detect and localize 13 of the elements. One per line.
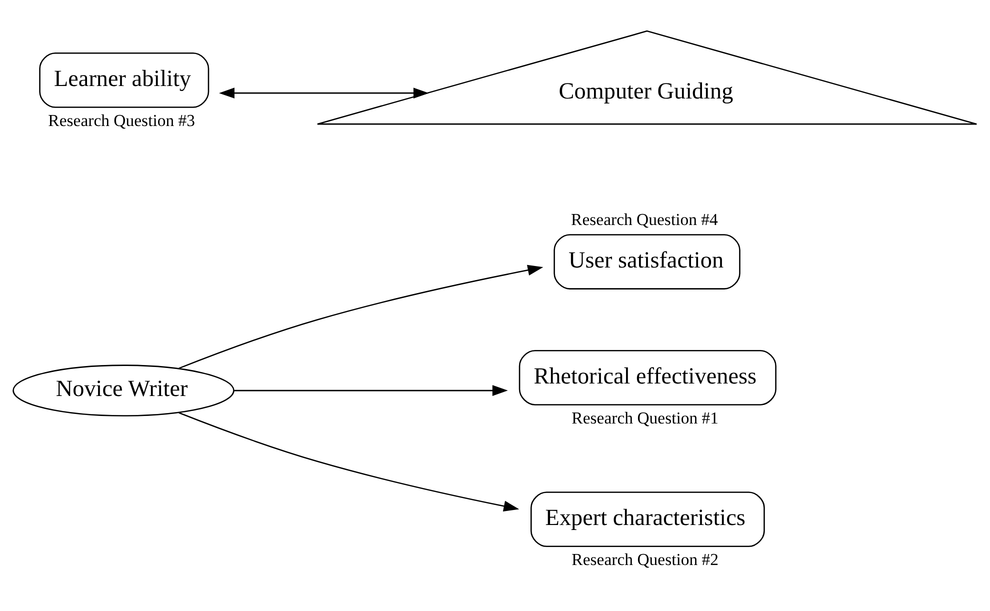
node-box: Learner ability <box>39 52 210 108</box>
node-box: Expert characteristics <box>530 492 765 547</box>
node-ellipse: Novice Writer <box>12 364 234 416</box>
arrow <box>178 412 520 512</box>
node-label: Research Question #1 <box>572 408 719 428</box>
node-label: Research Question #4 <box>571 210 718 229</box>
node-label: Research Question #3 <box>48 110 196 130</box>
node-label: Research Question #2 <box>572 550 719 569</box>
arrow <box>234 385 508 396</box>
node-box: Rhetorical effectiveness <box>518 350 776 406</box>
arrow <box>178 264 544 369</box>
node-box: User satisfaction <box>554 234 740 290</box>
arrow <box>219 88 429 98</box>
